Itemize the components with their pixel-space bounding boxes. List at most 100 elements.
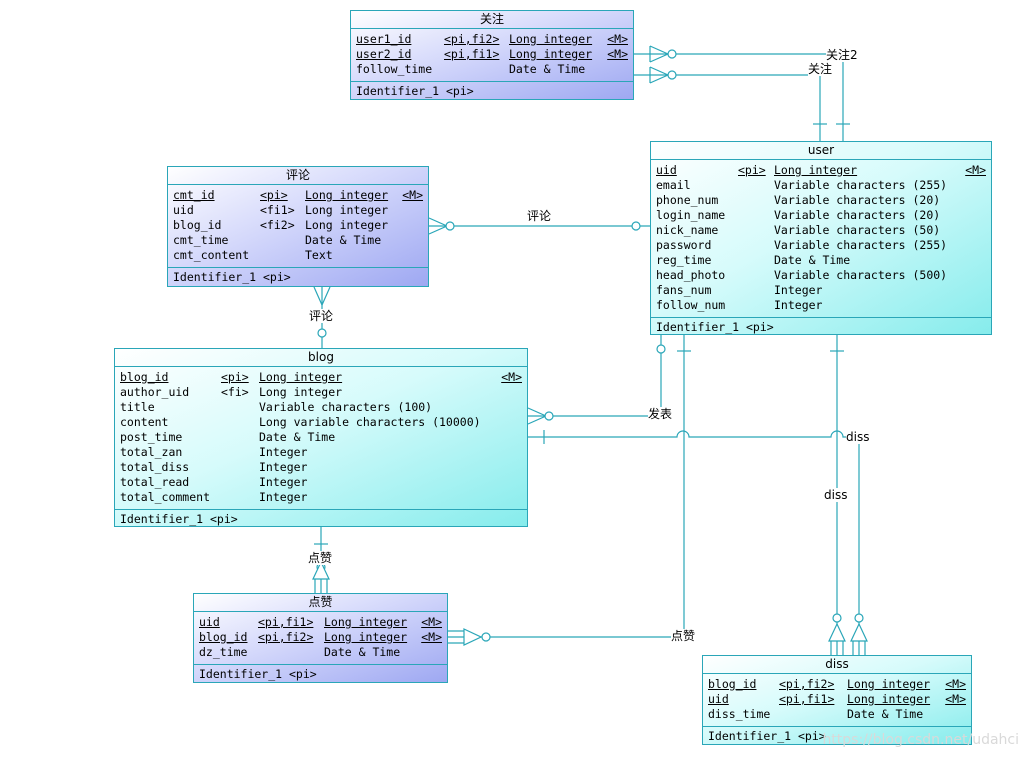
attribute-type: Integer [774,298,823,312]
attribute-name: post_time [120,430,183,444]
attribute-type: Integer [259,445,308,459]
attribute-type: Long integer [847,677,931,691]
attribute-mandatory: <M> [421,615,442,629]
attribute-type: Long variable characters (10000) [259,415,481,429]
rel-label-diss1: diss [846,430,870,444]
rel-label-guanzhu2: 关注2 [826,48,858,62]
attribute-name: cmt_id [173,188,215,202]
rel-label-dianzan-user: 点赞 [671,629,696,643]
attribute-name: phone_num [656,193,719,207]
attribute-type: Variable characters (255) [774,178,948,192]
attribute-type: Variable characters (50) [774,223,941,237]
attribute-type: Long integer [509,32,593,46]
attribute-type: Variable characters (500) [774,268,948,282]
attribute-tag: <fi1> [260,203,295,217]
attribute-tag: <pi> [221,370,249,384]
attribute-name: uid [173,203,194,217]
attribute-name: follow_time [356,62,433,76]
attribute-row: blog_id<fi2>Long integer [173,218,423,233]
circle-diss-b [854,613,864,623]
attribute-type: Long integer [774,163,858,177]
entity-title: diss [703,656,971,674]
watermark: https://blog.csdn.net/udahci [822,732,1019,748]
attribute-name: content [120,415,169,429]
attribute-list: uid<pi,fi1>Long integer<M>blog_id<pi,fi2… [194,612,447,665]
attribute-type: Date & Time [774,253,851,267]
entity-diss[interactable]: diss blog_id<pi,fi2>Long integer<M>uid<p… [702,655,972,745]
attribute-type: Date & Time [509,62,586,76]
attribute-type: Long integer [847,692,931,706]
circle-guanzhu2 [667,49,677,59]
circle-fabiao-a [544,411,554,421]
attribute-mandatory: <M> [945,677,966,691]
attribute-mandatory: <M> [965,163,986,177]
attribute-row: phone_num Variable characters (20) [656,193,986,208]
identifier: Identifier_1 <pi> [708,729,826,743]
attribute-name: user2_id [356,47,412,61]
circle-pinglun-user-b [631,221,641,231]
attribute-list: blog_id <pi> Long integer <M>author_uid<fi>… [115,367,527,510]
attribute-row: follow_time Date & Time [356,62,628,77]
attribute-tag: <pi,fi1> [258,615,314,629]
circle-diss-a [832,613,842,623]
attribute-type: Variable characters (255) [774,238,948,252]
entity-title: blog [115,349,527,367]
attribute-type: Long integer [324,615,408,629]
attribute-type: Text [305,248,333,262]
entity-pinglun[interactable]: 评论 cmt_id<pi>Long integer<M>uid<fi1>Long… [167,166,429,287]
identifier: Identifier_1 <pi> [173,270,291,284]
attribute-mandatory: <M> [607,32,628,46]
attribute-mandatory: <M> [607,47,628,61]
attribute-type: Long integer [259,385,343,399]
identifier: Identifier_1 <pi> [199,667,317,681]
attribute-row: user2_id<pi,fi1>Long integer<M> [356,47,628,62]
attribute-name: uid [656,163,677,177]
attribute-name: reg_time [656,253,712,267]
attribute-name: blog_id [199,630,248,644]
entity-dianzan[interactable]: 点赞 uid<pi,fi1>Long integer<M>blog_id<pi,… [193,593,448,683]
entity-blog[interactable]: blog blog_id <pi> Long integer <M>author_ui… [114,348,528,527]
attribute-name: total_zan [120,445,183,459]
entity-title: user [651,142,991,160]
attribute-row: blog_id <pi> Long integer <M> [120,370,522,385]
rel-line-fabiao [528,335,662,417]
rel-label-pinglun-user: 评论 [527,209,552,223]
circle-pinglun-blog [317,328,327,338]
circle-guanzhu [667,70,677,80]
circle-dianzan-user [481,632,491,642]
attribute-type: Variable characters (20) [774,193,941,207]
attribute-row: total_zan Integer [120,445,522,460]
rel-label-guanzhu: 关注 [808,62,833,76]
attribute-row: reg_time Date & Time [656,253,986,268]
attribute-name: total_diss [120,460,190,474]
attribute-name: login_name [656,208,726,222]
attribute-name: password [656,238,712,252]
attribute-type: Long integer [259,370,343,384]
rel-line-guanzhu [634,74,821,141]
attribute-row: author_uid<fi>Long integer [120,385,522,400]
attribute-name: blog_id [120,370,169,384]
attribute-type: Date & Time [324,645,401,659]
identifier: Identifier_1 <pi> [356,84,474,98]
entity-guanzhu[interactable]: 关注 user1_id<pi,fi2>Long integer<M>user2_… [350,10,634,100]
attribute-mandatory: <M> [501,370,522,384]
attribute-name: user1_id [356,32,412,46]
attribute-name: fans_num [656,283,712,297]
arrow-diss-a [828,622,846,655]
arrow-dianzan-user [448,628,483,646]
attribute-row: content Long variable characters (10000) [120,415,522,430]
attribute-list: cmt_id<pi>Long integer<M>uid<fi1>Long in… [168,185,428,268]
attribute-tag: <pi,fi2> [779,677,835,691]
attribute-type: Long integer [305,218,389,232]
